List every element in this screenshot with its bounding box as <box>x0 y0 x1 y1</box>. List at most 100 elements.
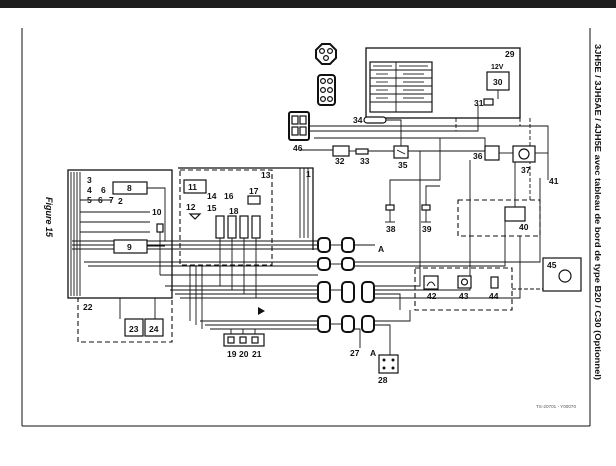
callout: 32 <box>335 156 345 166</box>
connector-28-body <box>378 354 399 374</box>
harness-connector <box>341 237 355 253</box>
component-10-symbol <box>156 223 164 233</box>
connector-pin <box>382 358 386 362</box>
callouts: 1 2 3 4 5 6 6 7 8 9 10 11 12 13 14 15 16… <box>83 49 559 385</box>
component-37-lamp <box>518 148 530 160</box>
connector-pin <box>319 47 326 54</box>
component-32-box <box>332 145 350 157</box>
diode-symbol <box>258 307 265 315</box>
wiring-harness <box>70 90 549 355</box>
fuse-slot <box>239 336 247 344</box>
connector-pin <box>327 86 334 93</box>
wire <box>386 119 402 146</box>
callout: 9 <box>127 242 132 252</box>
component-42-symbol <box>426 281 436 287</box>
callout: 11 <box>188 182 197 192</box>
connector-slot <box>291 126 299 136</box>
harness-connector <box>341 281 355 303</box>
wire <box>374 151 421 287</box>
top-bar <box>0 0 616 8</box>
component-45-symbol <box>558 269 572 283</box>
connector-pin <box>391 366 395 370</box>
callout: 4 <box>87 185 92 195</box>
harness-connector <box>317 237 331 253</box>
connector-pin <box>327 77 334 84</box>
callout: 15 <box>207 203 217 213</box>
connector-face-hex <box>315 43 337 65</box>
wire <box>374 236 521 299</box>
harness-connector <box>317 257 331 271</box>
callout: 23 <box>129 324 139 334</box>
callout: 36 <box>473 151 483 161</box>
callout: 13 <box>261 170 271 180</box>
callout: 18 <box>229 206 239 216</box>
callout: 38 <box>386 224 396 234</box>
component-9-box <box>113 239 148 254</box>
component-39-sensor <box>421 204 431 223</box>
callout: 44 <box>489 291 499 301</box>
harness-connector <box>341 257 355 271</box>
connector-pin <box>327 47 334 54</box>
connector-46 <box>288 111 310 141</box>
component-28-connector <box>378 354 399 374</box>
connector-face-six-pin <box>317 74 336 106</box>
connector-slot <box>299 126 307 136</box>
callout: 29 <box>505 49 515 59</box>
callout: 19 <box>227 349 237 359</box>
wire <box>309 105 479 132</box>
wire <box>354 328 361 348</box>
harness-connector <box>361 315 375 333</box>
connector-letter: A <box>378 244 384 254</box>
wire <box>374 324 391 355</box>
callout: 3 <box>87 175 92 185</box>
connector-letter: A <box>370 348 376 358</box>
wire <box>314 137 486 146</box>
callout: 24 <box>149 324 159 334</box>
box-42-43-frame <box>414 267 513 311</box>
harness-connector <box>341 315 355 333</box>
box-40-frame <box>457 199 541 237</box>
connector-pin <box>320 86 327 93</box>
wire <box>425 185 440 205</box>
component-34-connector <box>363 116 387 124</box>
wire <box>374 293 401 310</box>
callout: 5 <box>87 195 92 205</box>
wire <box>147 187 166 241</box>
switch-table-frame <box>369 61 433 113</box>
component-31-symbol <box>483 98 494 106</box>
page-title: 3JH5E / 3JH5AE / 4JH5E avec tableau de b… <box>593 44 603 380</box>
component-11-box <box>183 179 207 194</box>
voltage-label: 12V <box>491 64 504 71</box>
connector-pin <box>320 77 327 84</box>
callout: 45 <box>547 260 557 270</box>
callout: 10 <box>152 207 162 217</box>
callout: 12 <box>186 202 196 212</box>
component-23-box <box>124 318 144 337</box>
callout: 37 <box>521 165 531 175</box>
callout: 39 <box>422 224 432 234</box>
callout: 2 <box>118 196 123 206</box>
connector-slot <box>299 115 307 125</box>
sensor-head <box>385 204 395 211</box>
box-29-frame <box>365 47 521 119</box>
switch-table <box>369 61 433 113</box>
callout: 22 <box>83 302 93 312</box>
component-17-box <box>247 195 261 205</box>
callout: 31 <box>474 98 484 108</box>
connector-pin <box>391 358 395 362</box>
wire <box>300 146 334 151</box>
component-8-box <box>112 181 148 195</box>
diagram-frames <box>67 47 541 343</box>
connector-slot <box>291 115 299 125</box>
wire <box>374 160 471 291</box>
component-24-box <box>144 318 164 337</box>
callout: 21 <box>252 349 262 359</box>
component-16-element <box>239 215 249 239</box>
callout: 1 <box>306 169 311 179</box>
fuse-slot <box>251 336 259 344</box>
component-19-21-block <box>223 333 265 347</box>
callout: 27 <box>350 348 360 358</box>
fuse-slot <box>227 336 235 344</box>
component-44-box <box>490 276 499 289</box>
component-40-box <box>504 206 526 222</box>
